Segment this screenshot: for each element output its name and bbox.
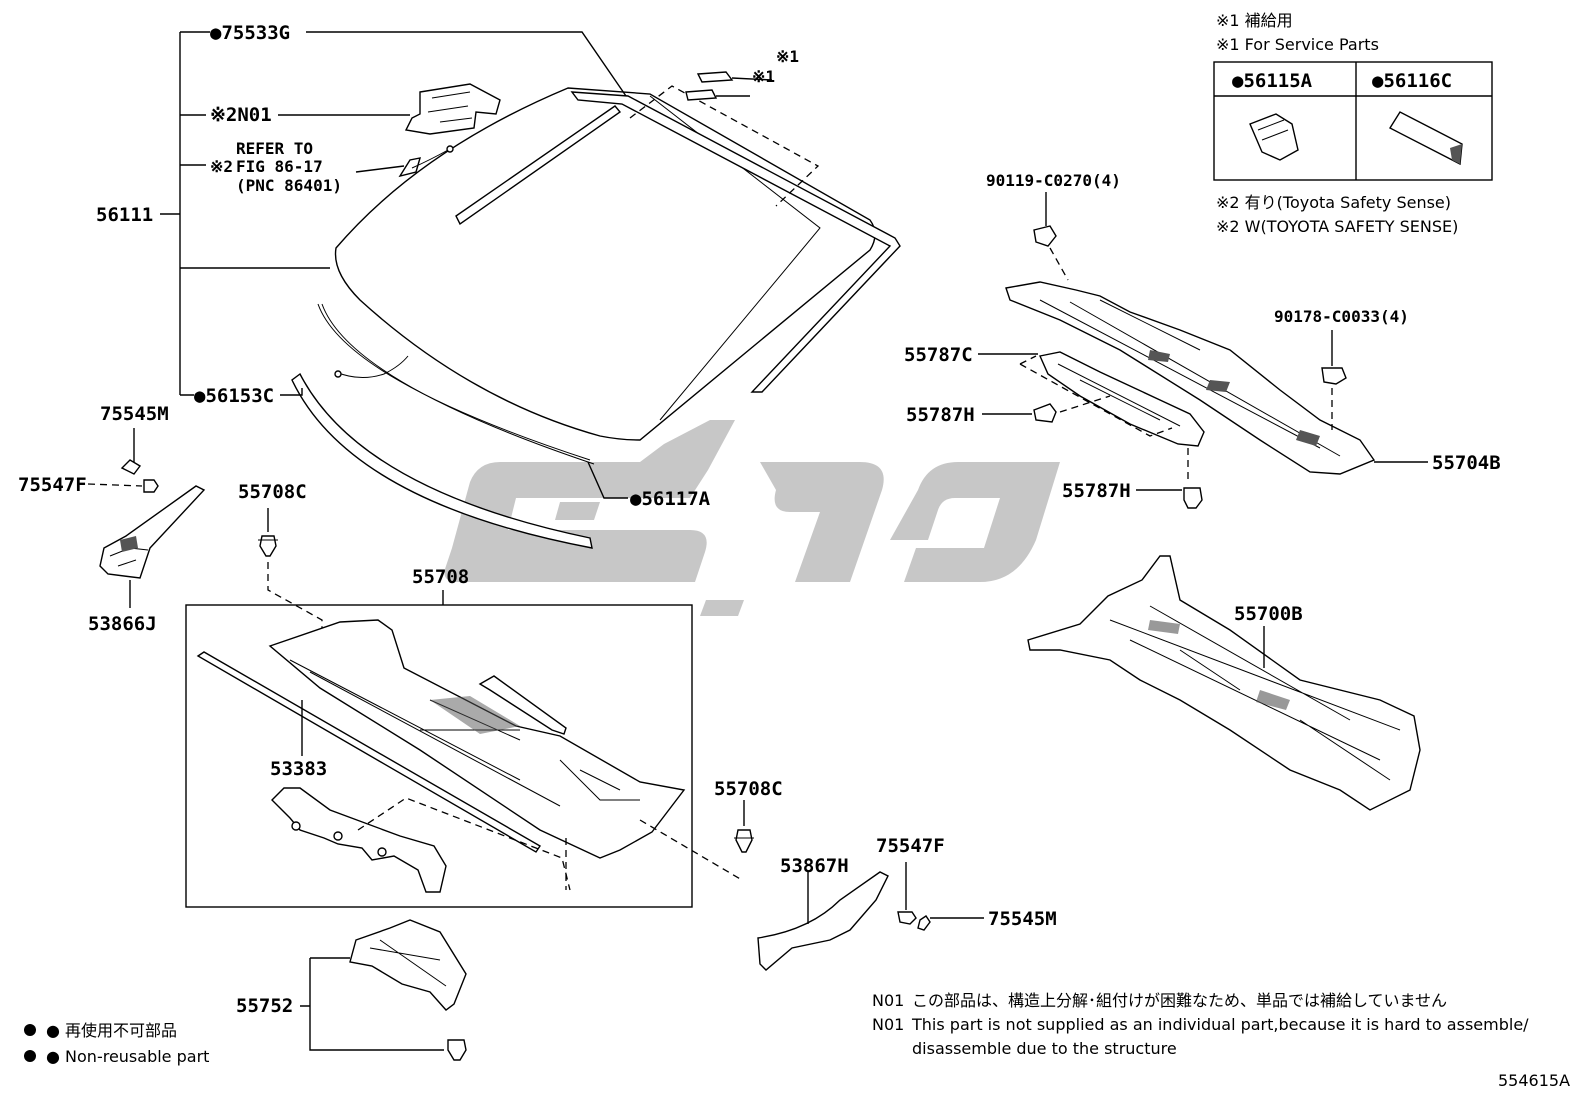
label-53383: 53383	[270, 758, 327, 780]
label-75547F-right: 75547F	[876, 835, 945, 857]
non-reusable-legend	[24, 1024, 36, 1062]
note-n01-label-a: N01	[872, 991, 904, 1010]
label-55787H-a: 55787H	[906, 404, 975, 426]
label-55708C-bottom: 55708C	[714, 778, 783, 800]
label-55787C: 55787C	[904, 344, 973, 366]
label-55700B: 55700B	[1234, 603, 1303, 625]
part-labels: ●75533G ※1 ※1 ※2N01 REFER TO ※2 FIG 86-1…	[18, 22, 1501, 1017]
left-parts	[87, 428, 206, 608]
note-n01-en-2: disassemble due to the structure	[912, 1039, 1177, 1058]
label-90119: 90119-C0270(4)	[986, 171, 1121, 190]
note-n01-jp: この部品は、構造上分解･組付けが困難なため、単品では補給していません	[912, 991, 1447, 1010]
legend-service-jp: ※1 補給用	[1216, 11, 1293, 30]
label-75547F-left: 75547F	[18, 474, 87, 496]
legend-part-56115A: ●56115A	[1232, 70, 1313, 92]
label-56153C: ●56153C	[194, 385, 274, 407]
label-55708C-top: 55708C	[238, 481, 307, 503]
label-75545M-right: 75545M	[988, 908, 1057, 930]
lower-parts	[300, 862, 984, 1061]
windshield-assembly	[160, 31, 901, 549]
figure-id: 554615A	[1498, 1071, 1570, 1090]
label-55752: 55752	[236, 995, 293, 1017]
label-90178: 90178-C0033(4)	[1274, 307, 1409, 326]
service-parts-legend	[1213, 61, 1493, 181]
cowl-group	[185, 508, 754, 908]
label-53867H: 53867H	[780, 855, 849, 877]
label-refer-to: REFER TO	[236, 139, 313, 158]
note-n01-label-b: N01	[872, 1015, 904, 1034]
legend-nonreusable-en: ● Non-reusable part	[46, 1047, 209, 1066]
label-56117A: ●56117A	[630, 488, 711, 510]
label-fig: FIG 86-17	[236, 157, 323, 176]
label-55787H-b: 55787H	[1062, 480, 1131, 502]
note-n01-en-1: This part is not supplied as an individu…	[911, 1015, 1529, 1034]
label-mark2-a: ※2	[210, 157, 233, 176]
label-55708: 55708	[412, 566, 469, 588]
label-pnc: (PNC 86401)	[236, 176, 342, 195]
legend-service-en: ※1 For Service Parts	[1216, 35, 1379, 54]
label-55704B: 55704B	[1432, 452, 1501, 474]
label-56111: 56111	[96, 204, 153, 226]
legend-tss-en: ※2 W(TOYOTA SAFETY SENSE)	[1216, 217, 1458, 236]
right-parts	[978, 192, 1428, 811]
legend-text: ※1 補給用 ※1 For Service Parts ●56115A ●561…	[46, 11, 1570, 1090]
watermark-logo	[444, 420, 1060, 616]
label-n01: ※2N01	[210, 104, 272, 126]
legend-tss-jp: ※2 有り(Toyota Safety Sense)	[1216, 193, 1451, 212]
label-mark1-b: ※1	[752, 67, 775, 86]
label-53866J: 53866J	[88, 613, 157, 635]
label-75545M-left: 75545M	[100, 403, 169, 425]
legend-part-56116C: ●56116C	[1372, 70, 1452, 92]
label-75533G: ●75533G	[210, 22, 290, 44]
label-mark1-a: ※1	[776, 47, 799, 66]
legend-nonreusable-jp: ● 再使用不可部品	[46, 1021, 177, 1040]
